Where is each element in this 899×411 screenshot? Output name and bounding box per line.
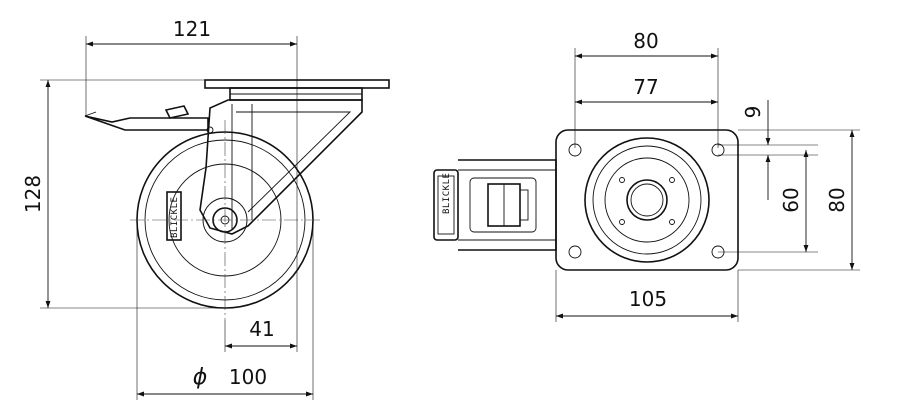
dim-plate-height: 80 <box>825 187 849 212</box>
diameter-symbol: ϕ <box>193 365 208 390</box>
swivel-fork <box>199 99 363 235</box>
dim-plate-length: 105 <box>629 287 667 311</box>
dim-bolt-spacing-x: 77 <box>633 75 658 99</box>
wheel-brand-text: BLICKLE <box>170 197 180 238</box>
mounting-plate-top <box>555 129 739 271</box>
dim-plate-width: 80 <box>633 29 658 53</box>
brake-pedal-top: BLICKLE <box>433 159 557 251</box>
dim-bolt-hole: 9 <box>741 106 765 119</box>
brand-label-block <box>166 191 182 241</box>
dim-offset: 41 <box>249 317 274 341</box>
pedal-brand-text: BLICKLE <box>442 173 452 214</box>
dim-overall-height: 128 <box>21 175 45 213</box>
swivel-bearing <box>584 137 710 263</box>
side-view: BLICKLE <box>21 17 390 400</box>
dim-overall-width: 121 <box>173 17 211 41</box>
top-view: BLICKLE <box>433 29 860 322</box>
brake-lever <box>84 105 214 134</box>
dim-wheel-diameter: 100 <box>229 365 267 389</box>
dim-bolt-spacing-y: 60 <box>779 187 803 212</box>
